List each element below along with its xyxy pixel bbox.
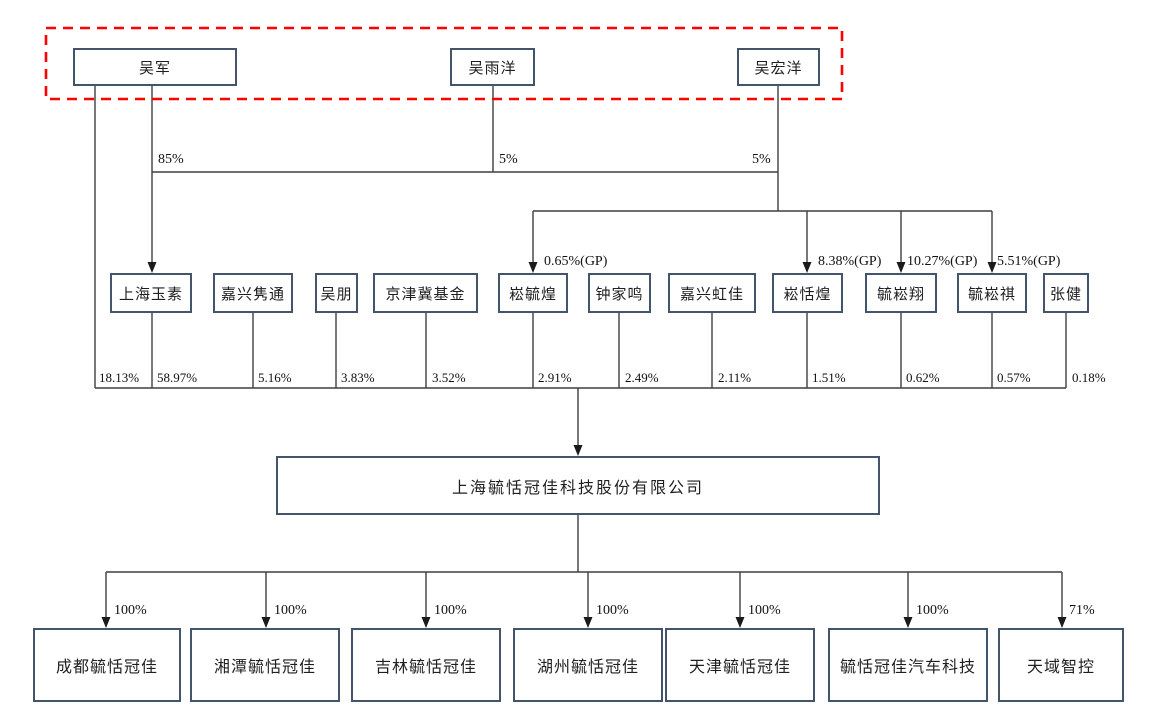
subsidiary-box-xiangtan: 湘潭毓恬冠佳: [190, 628, 340, 702]
sub-pct-auto-tech: 100%: [916, 603, 949, 618]
shareholder-box-jingjinji-fund: 京津冀基金: [373, 273, 478, 313]
shareholder-box-songyuhuang: 崧毓煌: [498, 273, 568, 313]
shareholder-name: 崧恬煌: [783, 286, 832, 303]
arrowheads: [101, 262, 1067, 628]
shareholder-box-zhongjiaming: 钟家鸣: [588, 273, 651, 313]
pct-label-songyuhuang: 2.91%: [538, 370, 572, 385]
sub-pct-tianjin: 100%: [748, 603, 781, 618]
gp-stake-label-yusongqi: 5.51%(GP): [997, 254, 1061, 269]
shareholder-name: 毓崧祺: [967, 286, 1016, 303]
pct-label-jingjinji-fund: 3.52%: [432, 370, 466, 385]
shareholder-box-wupeng: 吴朋: [315, 273, 358, 313]
shareholder-name: 崧毓煌: [508, 286, 557, 303]
connector-lines: [94, 86, 1067, 618]
pct-label-yusongqi: 0.57%: [997, 370, 1031, 385]
shareholder-box-jiaxinghongjia: 嘉兴虹佳: [668, 273, 756, 313]
subsidiary-name: 天津毓恬冠佳: [688, 659, 791, 676]
shareholder-box-zhangjian: 张健: [1043, 273, 1089, 313]
gp-stake-label-yusongxiang: 10.27%(GP): [907, 254, 978, 269]
controller-box-wuyuyang: 吴雨洋: [450, 48, 535, 86]
sub-pct-tianyu: 71%: [1069, 603, 1095, 618]
controller-box-wuhongyang: 吴宏洋: [737, 48, 820, 86]
shareholder-name: 嘉兴隽通: [220, 286, 285, 303]
pct-label-zhongjiaming: 2.49%: [625, 370, 659, 385]
subsidiary-box-auto-tech: 毓恬冠佳汽车科技: [828, 628, 988, 702]
shareholder-box-songtianhuang: 崧恬煌: [772, 273, 843, 313]
controller-name: 吴宏洋: [754, 60, 803, 77]
sub-pct-xiangtan: 100%: [274, 603, 307, 618]
shareholder-box-jiaxingjuntong: 嘉兴隽通: [213, 273, 293, 313]
controller-box-wujun: 吴军: [73, 48, 237, 86]
pct-label-jiaxinghongjia: 2.11%: [718, 370, 752, 385]
pct-label-yusongxiang: 0.62%: [906, 370, 940, 385]
controller-name: 吴军: [138, 60, 171, 77]
subsidiary-name: 成都毓恬冠佳: [55, 659, 158, 676]
shareholder-box-yusongqi: 毓崧祺: [957, 273, 1027, 313]
shareholder-name: 上海玉素: [118, 286, 183, 303]
subsidiary-name: 湘潭毓恬冠佳: [213, 659, 316, 676]
gp-stake-label-songtianhuang: 8.38%(GP): [818, 254, 882, 269]
subsidiary-name: 天域智控: [1026, 659, 1095, 676]
pct-label-jiaxingjuntong: 5.16%: [258, 370, 292, 385]
shareholder-name: 钟家鸣: [595, 286, 644, 303]
company-box: 上海毓恬冠佳科技股份有限公司: [276, 456, 880, 515]
pct-label-songtianhuang: 1.51%: [812, 370, 846, 385]
stake-label-wuhongyang-5: 5%: [752, 152, 771, 167]
sub-pct-huzhou: 100%: [596, 603, 629, 618]
sub-pct-jilin: 100%: [434, 603, 467, 618]
pct-label-zhangjian: 0.18%: [1072, 370, 1106, 385]
subsidiary-name: 毓恬冠佳汽车科技: [839, 659, 976, 676]
shareholder-name: 毓崧翔: [876, 286, 925, 303]
subsidiary-box-chengdu: 成都毓恬冠佳: [33, 628, 181, 702]
subsidiary-box-tianyu: 天域智控: [998, 628, 1124, 702]
shareholder-name: 京津冀基金: [385, 286, 466, 303]
pct-label-shanghaiyusu: 58.97%: [157, 370, 198, 385]
company-name: 上海毓恬冠佳科技股份有限公司: [451, 479, 704, 497]
shareholder-name: 张健: [1049, 286, 1082, 303]
shareholder-box-shanghaiyusu: 上海玉素: [110, 273, 192, 313]
stake-label-wujun-85: 85%: [158, 152, 184, 167]
gp-stake-label-songyuhuang: 0.65%(GP): [544, 254, 608, 269]
shareholder-box-yusongxiang: 毓崧翔: [865, 273, 937, 313]
pct-label-wujun-direct: 18.13%: [99, 370, 140, 385]
pct-label-wupeng: 3.83%: [341, 370, 375, 385]
subsidiary-box-huzhou: 湖州毓恬冠佳: [513, 628, 663, 702]
actual-controllers-outline: [44, 26, 844, 101]
sub-pct-chengdu: 100%: [114, 603, 147, 618]
subsidiary-name: 吉林毓恬冠佳: [374, 659, 477, 676]
stake-label-wuyuyang-5: 5%: [499, 152, 518, 167]
shareholder-name: 吴朋: [320, 286, 353, 303]
subsidiary-name: 湖州毓恬冠佳: [536, 659, 639, 676]
subsidiary-box-tianjin: 天津毓恬冠佳: [665, 628, 815, 702]
controller-name: 吴雨洋: [468, 60, 517, 77]
subsidiary-box-jilin: 吉林毓恬冠佳: [351, 628, 501, 702]
shareholder-name: 嘉兴虹佳: [679, 286, 744, 303]
